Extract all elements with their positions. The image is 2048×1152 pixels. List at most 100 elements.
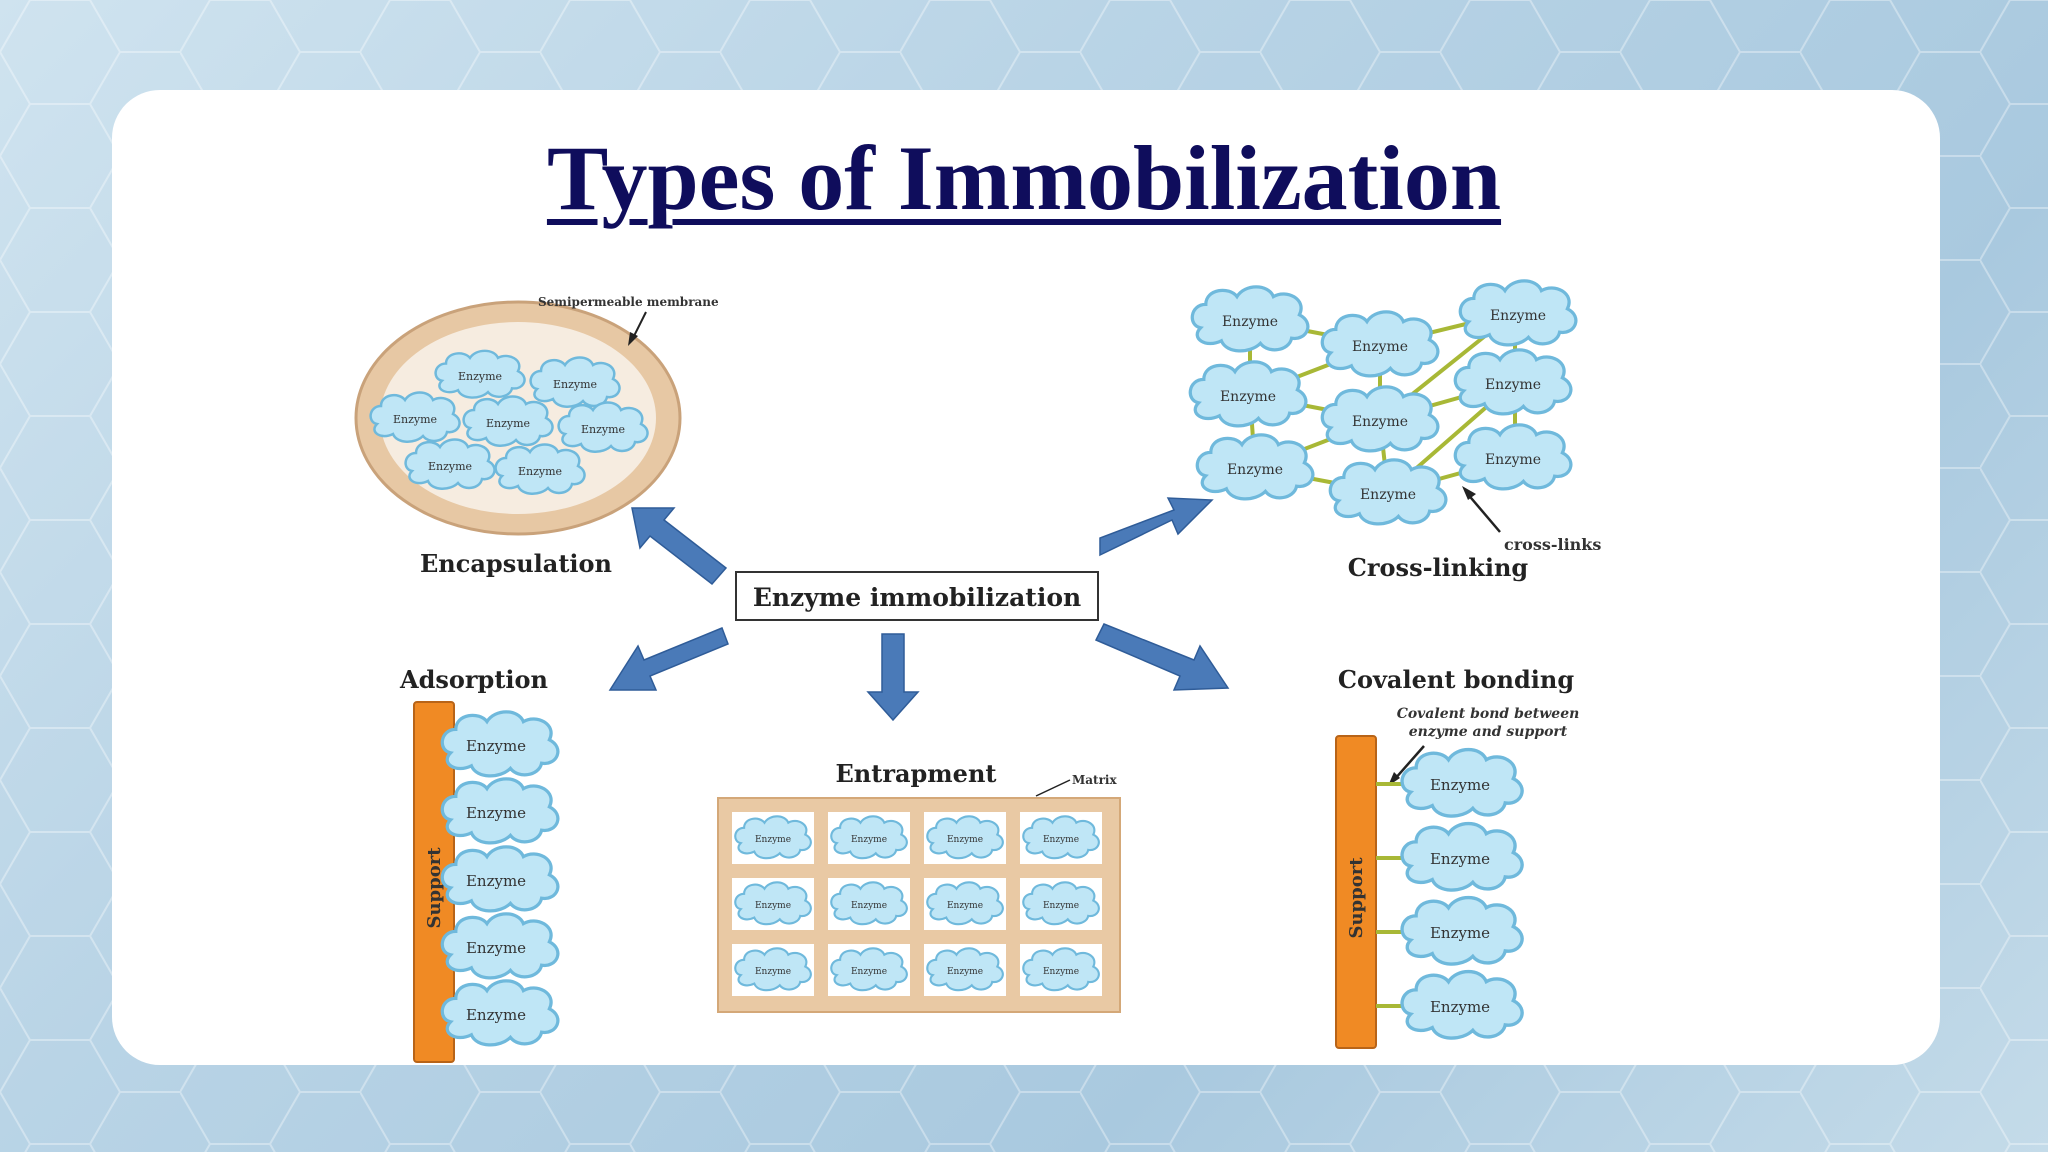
enzyme-label: Enzyme bbox=[1485, 452, 1541, 468]
enzyme-cloud: Enzyme bbox=[557, 401, 649, 454]
matrix-label: Matrix bbox=[1072, 773, 1117, 787]
crosslinks-label: cross-links bbox=[1504, 535, 1601, 554]
enzyme-cloud: Enzyme bbox=[440, 979, 560, 1047]
enzyme-label: Enzyme bbox=[851, 901, 887, 911]
enzyme-label: Enzyme bbox=[947, 835, 983, 845]
arrows bbox=[608, 497, 1230, 722]
covalent-annotation-line1: Covalent bond between bbox=[1397, 706, 1580, 722]
enzyme-cloud: Enzyme bbox=[1022, 881, 1100, 926]
covalent-label: Covalent bonding bbox=[1338, 665, 1574, 694]
arrow-to-encapsulation bbox=[631, 507, 728, 586]
enzyme-label: Enzyme bbox=[1485, 377, 1541, 393]
enzyme-cloud: Enzyme bbox=[926, 947, 1004, 992]
enzyme-label: Enzyme bbox=[1352, 339, 1408, 355]
center-label: Enzyme immobilization bbox=[753, 583, 1081, 612]
slide-title: Types of Immobilization bbox=[546, 127, 1502, 229]
enzyme-label: Enzyme bbox=[581, 423, 625, 436]
enzyme-label: Enzyme bbox=[553, 378, 597, 391]
enzyme-cloud: Enzyme bbox=[1453, 423, 1573, 491]
enzyme-label: Enzyme bbox=[947, 967, 983, 977]
crosslinking-label: Cross-linking bbox=[1348, 553, 1529, 582]
enzyme-cloud: Enzyme bbox=[1188, 360, 1308, 428]
enzyme-cloud: Enzyme bbox=[404, 438, 496, 491]
support-label: Support bbox=[1346, 857, 1367, 939]
membrane-label: Semipermeable membrane bbox=[538, 295, 719, 309]
enzyme-cloud: Enzyme bbox=[494, 443, 586, 496]
arrow-to-covalent bbox=[1094, 623, 1230, 691]
enzyme-cloud: Enzyme bbox=[1320, 310, 1440, 378]
enzyme-label: Enzyme bbox=[518, 465, 562, 478]
enzyme-cloud: Enzyme bbox=[434, 349, 526, 399]
enzyme-label: Enzyme bbox=[486, 417, 530, 430]
enzyme-label: Enzyme bbox=[947, 901, 983, 911]
enzyme-label: Enzyme bbox=[458, 370, 502, 383]
crosslinking-illustration: Enzyme Enzyme Enzyme Enzyme Enzyme Enzym… bbox=[1188, 279, 1601, 582]
enzyme-cloud: Enzyme bbox=[1458, 279, 1578, 347]
enzyme-label: Enzyme bbox=[1352, 414, 1408, 430]
enzyme-label: Enzyme bbox=[466, 939, 526, 957]
enzyme-cloud: Enzyme bbox=[926, 881, 1004, 926]
enzyme-cloud: Enzyme bbox=[830, 947, 908, 992]
enzyme-cloud: Enzyme bbox=[440, 777, 560, 845]
encapsulation-illustration: Enzyme Enzyme Enzyme Enzyme Enzyme Enzym… bbox=[354, 295, 719, 578]
enzyme-cloud: Enzyme bbox=[1400, 895, 1524, 966]
entrapment-label: Entrapment bbox=[835, 759, 996, 788]
enzyme-cloud: Enzyme bbox=[1320, 385, 1440, 453]
enzyme-cloud: Enzyme bbox=[1400, 747, 1524, 818]
enzyme-cloud: Enzyme bbox=[369, 391, 461, 444]
enzyme-label: Enzyme bbox=[393, 413, 437, 426]
enzyme-cloud: Enzyme bbox=[1453, 348, 1573, 416]
enzyme-cloud: Enzyme bbox=[1400, 821, 1524, 892]
enzyme-label: Enzyme bbox=[1430, 998, 1490, 1016]
enzyme-cloud: Enzyme bbox=[462, 395, 554, 448]
enzyme-label: Enzyme bbox=[755, 835, 791, 845]
enzyme-label: Enzyme bbox=[1043, 835, 1079, 845]
enzyme-label: Enzyme bbox=[466, 737, 526, 755]
encapsulation-label: Encapsulation bbox=[420, 549, 612, 578]
enzyme-cloud: Enzyme bbox=[734, 947, 812, 992]
enzyme-label: Enzyme bbox=[1043, 967, 1079, 977]
enzyme-label: Enzyme bbox=[466, 872, 526, 890]
enzyme-cloud: Enzyme bbox=[830, 881, 908, 926]
enzyme-cloud: Enzyme bbox=[529, 356, 621, 409]
enzyme-label: Enzyme bbox=[466, 1006, 526, 1024]
enzyme-cloud: Enzyme bbox=[440, 912, 560, 980]
enzyme-cloud: Enzyme bbox=[1190, 285, 1310, 353]
enzyme-label: Enzyme bbox=[428, 460, 472, 473]
enzyme-label: Enzyme bbox=[755, 967, 791, 977]
enzyme-label: Enzyme bbox=[851, 835, 887, 845]
enzyme-cloud: Enzyme bbox=[926, 815, 1004, 860]
entrapment-illustration: Entrapment Matrix Enzyme Enzyme Enzyme E… bbox=[717, 759, 1121, 1013]
arrow-to-adsorption bbox=[608, 627, 729, 691]
enzyme-cloud: Enzyme bbox=[440, 845, 560, 913]
enzyme-cloud: Enzyme bbox=[440, 710, 560, 778]
enzyme-label: Enzyme bbox=[1043, 901, 1079, 911]
enzyme-label: Enzyme bbox=[1490, 308, 1546, 324]
enzyme-cloud: Enzyme bbox=[1328, 458, 1448, 526]
enzyme-label: Enzyme bbox=[1222, 314, 1278, 330]
enzyme-cloud: Enzyme bbox=[734, 815, 812, 860]
adsorption-label: Adsorption bbox=[399, 665, 548, 694]
adsorption-illustration: Adsorption Support Enzyme Enzyme Enzyme … bbox=[399, 665, 560, 1063]
enzyme-cloud: Enzyme bbox=[1022, 947, 1100, 992]
enzyme-label: Enzyme bbox=[755, 901, 791, 911]
enzyme-cloud: Enzyme bbox=[1195, 433, 1315, 501]
center-node: Enzyme immobilization bbox=[735, 571, 1099, 621]
enzyme-label: Enzyme bbox=[466, 804, 526, 822]
enzyme-label: Enzyme bbox=[1220, 389, 1276, 405]
arrow-to-entrapment bbox=[866, 633, 920, 722]
enzyme-label: Enzyme bbox=[1430, 776, 1490, 794]
enzyme-label: Enzyme bbox=[1430, 924, 1490, 942]
covalent-annotation-line2: enzyme and support bbox=[1409, 724, 1568, 740]
enzyme-cloud: Enzyme bbox=[1400, 969, 1524, 1040]
covalent-illustration: Covalent bonding Covalent bond between e… bbox=[1335, 665, 1580, 1049]
enzyme-label: Enzyme bbox=[1360, 487, 1416, 503]
enzyme-cloud: Enzyme bbox=[1022, 815, 1100, 860]
arrow-to-crosslinking bbox=[1099, 497, 1214, 557]
enzyme-label: Enzyme bbox=[1430, 850, 1490, 868]
enzyme-cloud: Enzyme bbox=[734, 881, 812, 926]
enzyme-label: Enzyme bbox=[851, 967, 887, 977]
enzyme-label: Enzyme bbox=[1227, 462, 1283, 478]
support-label: Support bbox=[424, 847, 445, 929]
